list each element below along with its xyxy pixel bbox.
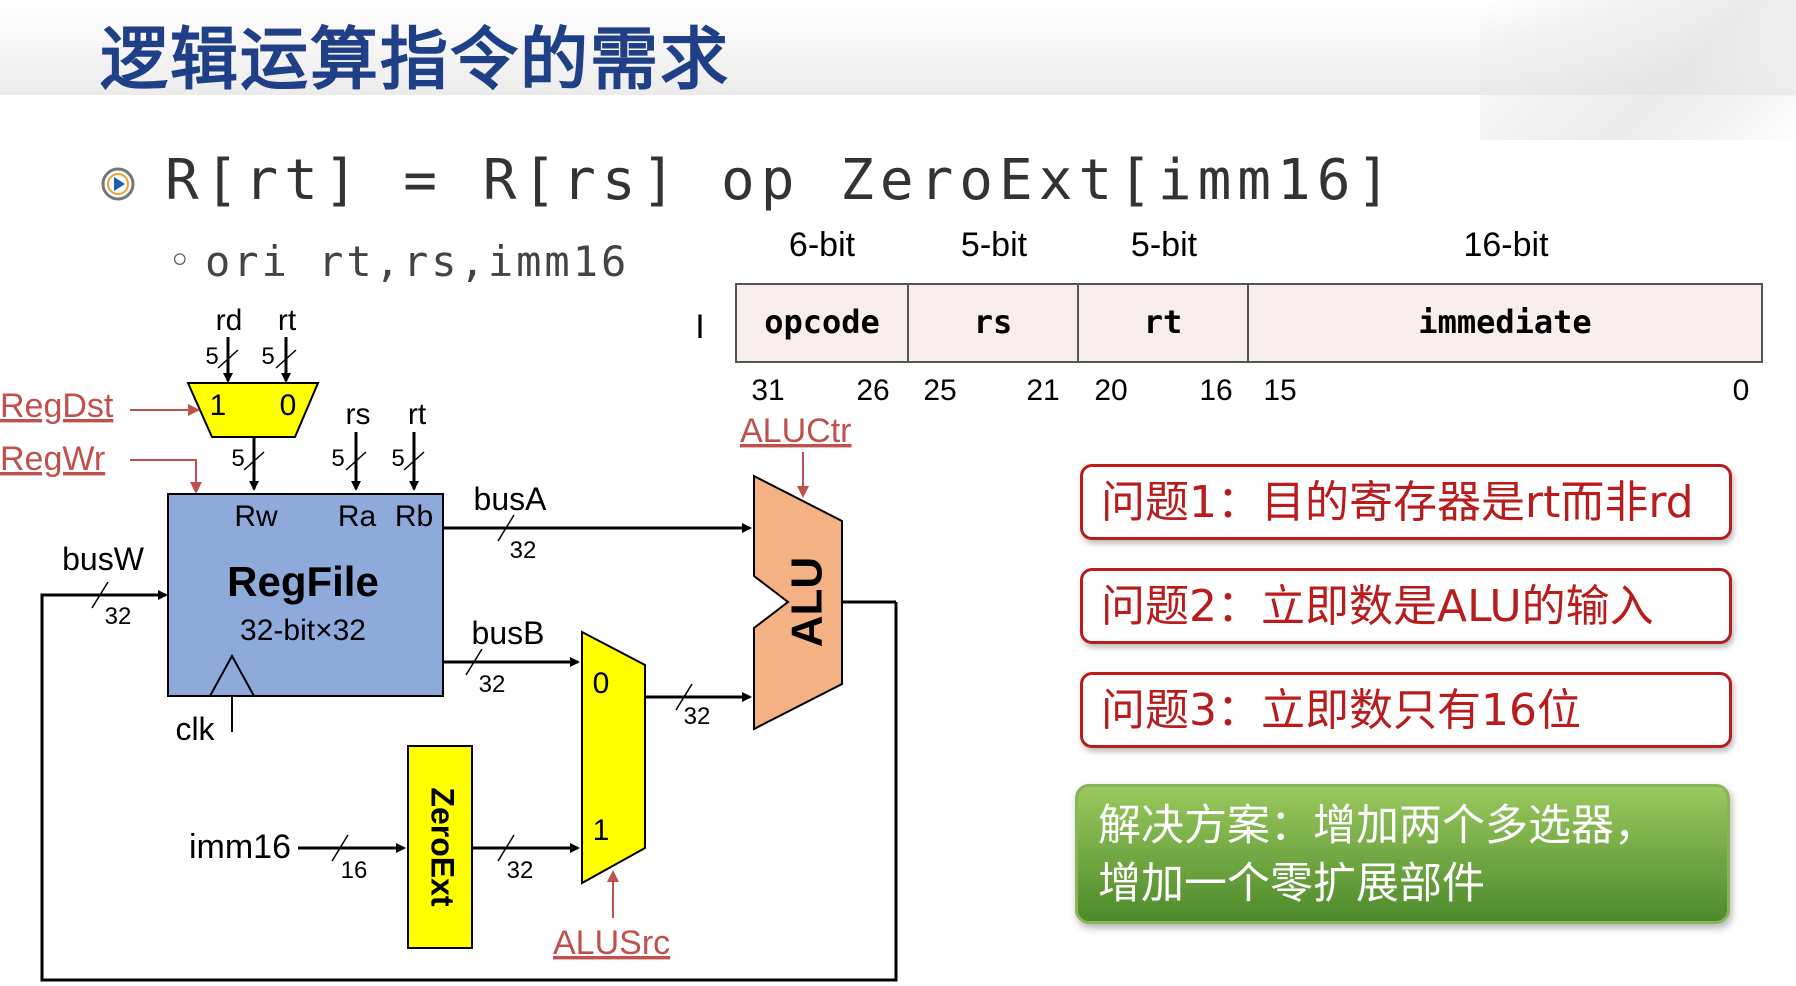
- alusrc-mux: 0 1: [581, 630, 646, 885]
- instruction-example: ori rt,rs,imm16: [205, 237, 630, 286]
- rt-width-tick-rb: [403, 451, 425, 471]
- alusrc-mux-in1: 1: [593, 814, 610, 847]
- busw-width: 32: [105, 603, 132, 630]
- regfile-body: [167, 493, 444, 697]
- alusrc-label: ALUSrc: [553, 924, 670, 962]
- imm16-width-tick: [331, 834, 349, 862]
- mux1-rd-label: rd: [216, 304, 243, 337]
- mux1-output-width: 5: [231, 445, 244, 472]
- bit-15: 15: [1263, 374, 1296, 407]
- zeroext-label: ZeroExt: [425, 787, 461, 906]
- formula: R[rt] = R[rs] op ZeroExt[imm16]: [165, 148, 1397, 213]
- busb-width: 32: [479, 671, 506, 698]
- field-rs-label: rs: [974, 303, 1013, 341]
- clk-label: clk: [175, 711, 215, 747]
- zeroext-width-tick: [497, 834, 515, 862]
- field-immediate: [1247, 283, 1763, 363]
- regdst-label: RegDst: [0, 387, 114, 425]
- width-label-opcode: 6-bit: [789, 226, 856, 264]
- sub-bullet-icon: ◦: [168, 238, 192, 284]
- busb-label: busB: [472, 615, 545, 651]
- zeroext-box: [407, 745, 473, 949]
- bit-21: 21: [1026, 374, 1059, 407]
- regwr-label: RegWr: [0, 440, 105, 478]
- mux1-output-tick: [243, 451, 265, 471]
- regwr-arrow: [130, 459, 202, 494]
- play-bullet-icon: [101, 167, 135, 201]
- width-label-immediate: 16-bit: [1463, 226, 1549, 264]
- port-rb: Rb: [395, 500, 433, 533]
- bit-20: 20: [1094, 374, 1127, 407]
- mux2-alu-width-tick: [675, 683, 693, 711]
- regdst-mux-body: [186, 382, 320, 438]
- regdst-mux-in0: 0: [280, 389, 297, 422]
- mux1-rt-label: rt: [278, 304, 297, 337]
- alusrc-mux-body: [581, 630, 646, 885]
- problem-callout-1: 问题1：目的寄存器是rt而非rd: [1080, 464, 1732, 540]
- format-marker: I: [695, 308, 704, 346]
- ra-width: 5: [331, 445, 344, 472]
- field-rt-label: rt: [1144, 303, 1183, 341]
- bit-25: 25: [923, 374, 956, 407]
- instruction-format: I 6-bit 5-bit 5-bit 16-bit opcode rs rt …: [695, 226, 1763, 407]
- busw-label: busW: [62, 541, 145, 577]
- rs-width-tick: [345, 451, 367, 471]
- field-opcode: [735, 283, 909, 363]
- alu-label: ALU: [783, 557, 832, 647]
- busa-label: busA: [474, 481, 548, 517]
- slide-title: 逻辑运算指令的需求: [100, 21, 731, 100]
- busw-wire: [40, 590, 898, 982]
- port-rw: Rw: [234, 500, 278, 533]
- imm16-width: 16: [341, 857, 368, 884]
- bit-0: 0: [1733, 374, 1750, 407]
- rb-width: 5: [391, 445, 404, 472]
- bit-26: 26: [856, 374, 889, 407]
- rd-width: 5: [205, 343, 218, 370]
- width-label-rs: 5-bit: [961, 226, 1028, 264]
- regfile-title: RegFile: [227, 558, 379, 605]
- alu-input-width: 32: [684, 703, 711, 730]
- solution-line-2: 增加一个零扩展部件: [1098, 859, 1485, 909]
- rb-rt-label: rt: [408, 398, 427, 431]
- immediate-path: imm16 16 ZeroExt 32: [189, 745, 580, 949]
- port-ra: Ra: [338, 500, 377, 533]
- regfile-subtitle: 32-bit×32: [240, 614, 366, 647]
- field-rs: [907, 283, 1079, 363]
- bit-16: 16: [1199, 374, 1232, 407]
- aluctr-label: ALUCtr: [740, 412, 851, 450]
- bus-wires: busW 32 busA 32 busB 32 32: [40, 481, 898, 982]
- regdst-mux: 1 0 rd rt 5 5 5: [186, 304, 320, 491]
- alu-body: [753, 474, 843, 731]
- width-label-rt: 5-bit: [1131, 226, 1198, 264]
- solution-box: 解决方案：增加两个多选器， 增加一个零扩展部件: [1075, 784, 1730, 924]
- ra-rs-label: rs: [346, 398, 371, 431]
- alusrc-mux-in0: 0: [593, 667, 610, 700]
- bit-31: 31: [751, 374, 784, 407]
- zeroext-output-width: 32: [507, 857, 534, 884]
- alu: ALU: [753, 474, 843, 731]
- rd-width-tick: [217, 349, 239, 369]
- busw-width-tick: [91, 581, 109, 609]
- busb-width-tick: [465, 648, 483, 676]
- register-file: RegFile 32-bit×32 Rw Ra Rb clk rs rt 5 5: [167, 398, 444, 747]
- field-immediate-label: immediate: [1418, 303, 1591, 341]
- regdst-mux-in1: 1: [210, 389, 227, 422]
- problem-callout-2: 问题2：立即数是ALU的输入: [1080, 568, 1732, 644]
- solution-line-1: 解决方案：增加两个多选器，: [1098, 801, 1657, 851]
- header-decoration: [1480, 0, 1796, 140]
- imm16-label: imm16: [189, 828, 291, 866]
- busa-width: 32: [510, 537, 537, 564]
- busa-width-tick: [497, 514, 515, 542]
- rt-width: 5: [261, 343, 274, 370]
- control-signals: RegDst RegWr ALUCtr ALUSrc: [0, 387, 851, 962]
- field-opcode-label: opcode: [764, 303, 880, 341]
- problem-callout-3: 问题3：立即数只有16位: [1080, 672, 1732, 748]
- rt-width-tick: [275, 349, 297, 369]
